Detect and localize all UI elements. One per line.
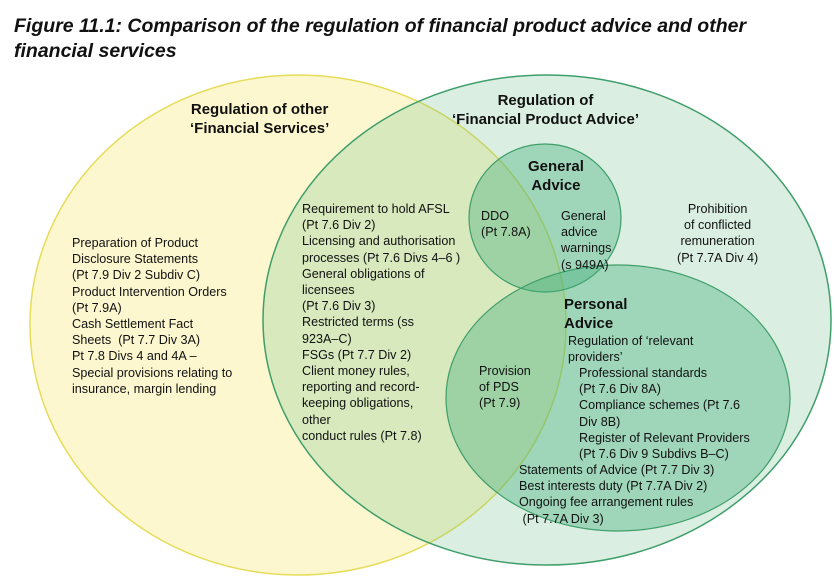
product-advice-circle [262,74,832,566]
shared-items: Requirement to hold AFSL (Pt 7.6 Div 2) … [302,202,461,443]
personal-advice-circle [445,264,791,532]
general-advice-items: General advice warnings (s 949A) [561,209,612,272]
personal-advice-heading: Personal Advice [564,296,628,332]
general-advice-circle [468,143,622,293]
general-advice-overlap-item: DDO (Pt 7.8A) [481,209,531,240]
relevant-providers-label: Regulation of ‘relevant providers’ [568,334,694,365]
other-services-items: Preparation of Product Disclosure Statem… [72,236,233,396]
personal-advice-overlap-item: Provision of PDS (Pt 7.9) [479,364,531,411]
figure-title: Figure 11.1: Comparison of the regulatio… [14,15,747,62]
other-services-circle [29,74,567,576]
relevant-providers-items: Professional standards (Pt 7.6 Div 8A) C… [579,366,750,462]
product-advice-only-items: Prohibition of conflicted remuneration (… [677,202,759,265]
general-advice-heading: General Advice [528,158,584,194]
product-advice-heading: Regulation of ‘Financial Product Advice’ [452,92,639,128]
other-services-heading: Regulation of other ‘Financial Services’ [190,101,330,137]
personal-advice-items: Statements of Advice (Pt 7.7 Div 3) Best… [519,463,715,526]
